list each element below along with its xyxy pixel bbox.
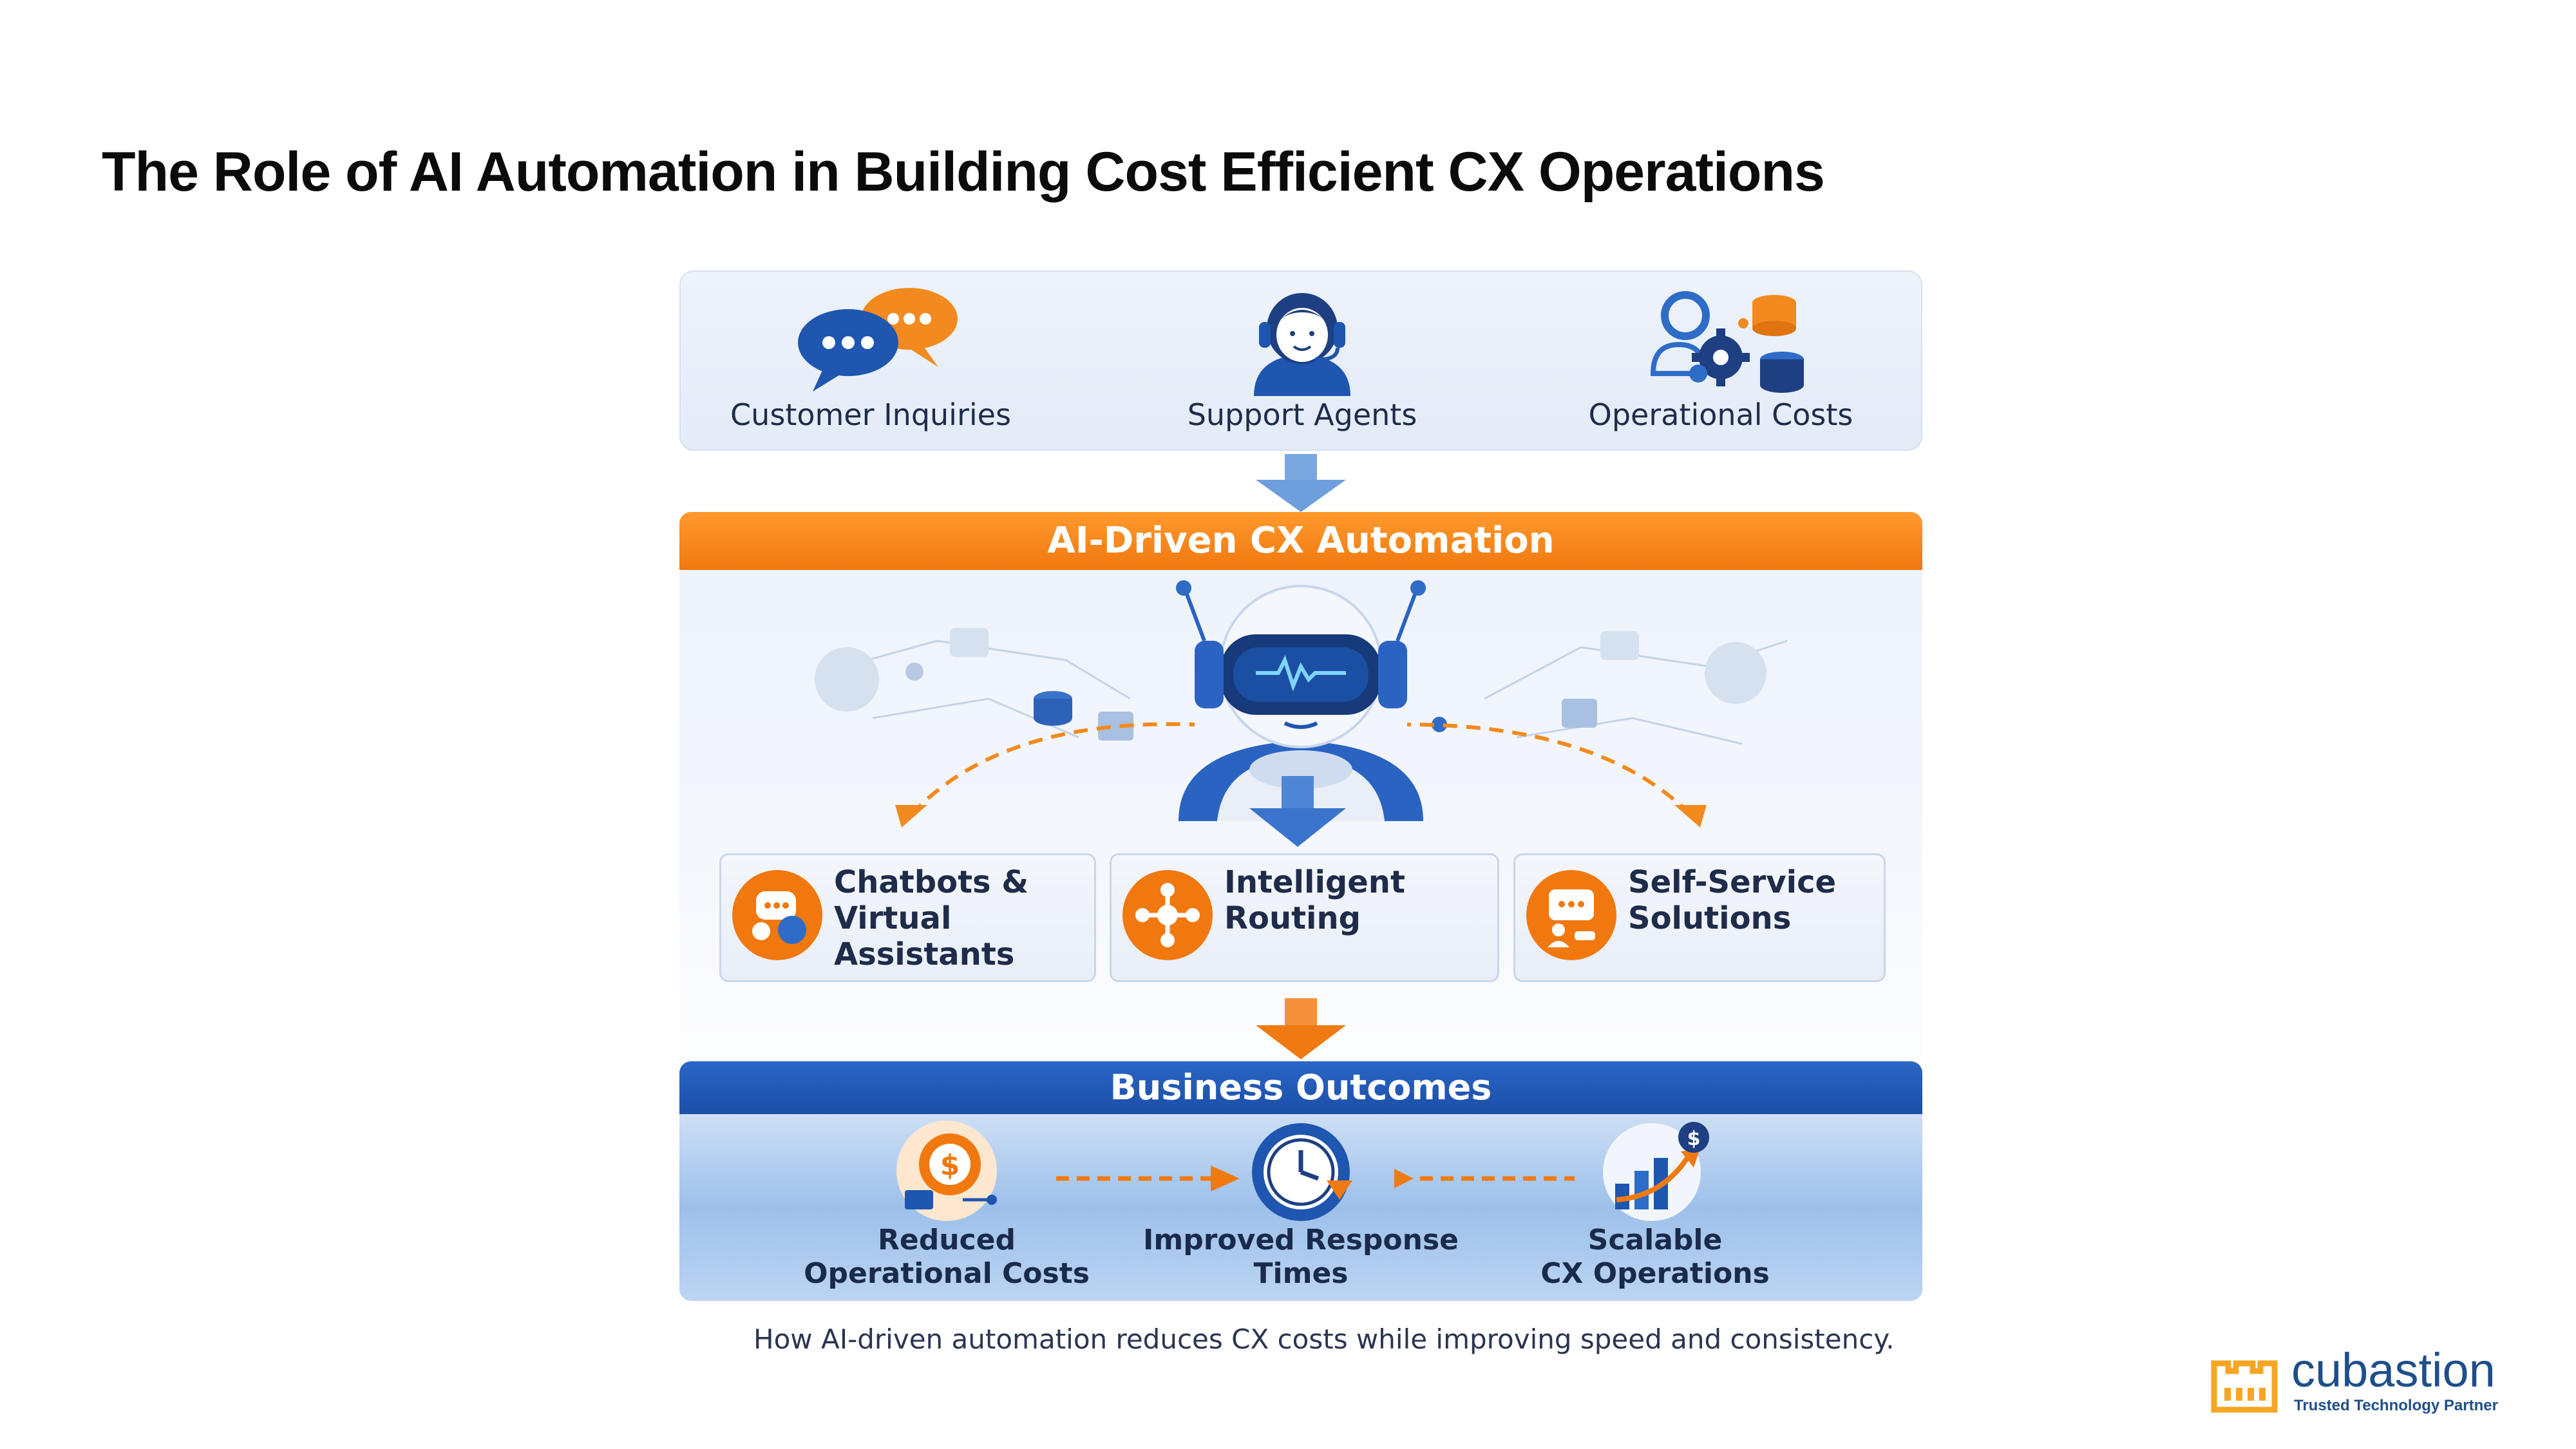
feature-text: Chatbots & Virtual Assistants [834, 864, 1028, 972]
automation-header: AI-Driven CX Automation [679, 512, 1922, 570]
svg-text:$: $ [940, 1149, 960, 1182]
outcome-reduced-costs: $ Reduced Operational Costs [779, 1114, 1114, 1301]
outcome-line: Operational Costs [804, 1257, 1090, 1290]
outcome-label: Scalable CX Operations [1488, 1224, 1823, 1291]
feature-chatbots: Chatbots & Virtual Assistants [719, 853, 1096, 982]
headset-agent-icon [1254, 293, 1350, 396]
svg-text:$: $ [1687, 1128, 1701, 1150]
input-customer-inquiries: Customer Inquiries [716, 272, 1025, 452]
input-label: Customer Inquiries [730, 397, 1011, 432]
dashed-arrow-icon [1056, 1166, 1240, 1191]
outcome-label: Improved Response Times [1133, 1224, 1468, 1291]
routing-icon [1122, 870, 1213, 960]
outcomes-header: Business Outcomes [679, 1061, 1922, 1114]
dashed-arrow-icon [1394, 1169, 1575, 1188]
feature-line: Chatbots & [834, 864, 1029, 900]
self-service-icon [1526, 870, 1616, 960]
dollar-coin-icon: $ [896, 1121, 997, 1221]
input-label: Operational Costs [1588, 397, 1853, 432]
feature-text: Self-Service Solutions [1628, 864, 1836, 936]
feature-text: Intelligent Routing [1224, 864, 1405, 936]
arrow-down-icon [1249, 776, 1346, 847]
input-operational-costs: Operational Costs [1566, 272, 1875, 452]
feature-routing: Intelligent Routing [1110, 853, 1499, 982]
arrow-down-icon [1256, 454, 1346, 512]
feature-line: Virtual [834, 900, 952, 936]
feature-line: Solutions [1628, 900, 1792, 936]
infographic: Customer Inquiries Support Agents [679, 270, 1922, 1365]
outcome-response-times: Improved Response Times [1133, 1114, 1468, 1301]
input-label: Support Agents [1187, 397, 1417, 432]
feature-line: Intelligent [1224, 864, 1405, 900]
outcome-line: Reduced [878, 1224, 1016, 1256]
automation-panel: Chatbots & Virtual Assistants Intelligen… [679, 570, 1922, 1104]
outcomes-panel: $ Reduced Operational Costs Improved Res… [679, 1114, 1922, 1301]
chatbot-icon [732, 870, 822, 960]
cubastion-logo-icon [2211, 1360, 2278, 1413]
clock-icon [1252, 1123, 1352, 1221]
feature-line: Self-Service [1628, 864, 1837, 900]
outcome-label: Reduced Operational Costs [779, 1224, 1114, 1291]
outcome-line: Improved Response [1143, 1224, 1459, 1256]
page-title: The Role of AI Automation in Building Co… [102, 141, 1825, 203]
brand-tagline: Trusted Technology Partner [2294, 1397, 2498, 1414]
network-background [815, 628, 1788, 828]
feature-line: Routing [1224, 900, 1361, 936]
brand-logo: cubastion Trusted Technology Partner [2209, 1343, 2512, 1420]
brand-name: cubastion [2291, 1343, 2496, 1397]
growth-chart-icon: $ [1603, 1122, 1709, 1221]
outcome-line: CX Operations [1540, 1257, 1770, 1290]
gears-coins-icon [1650, 291, 1804, 393]
input-support-agents: Support Agents [1148, 272, 1457, 452]
feature-self-service: Self-Service Solutions [1513, 853, 1886, 982]
outcome-line: Scalable [1587, 1224, 1723, 1256]
feature-line: Assistants [834, 936, 1015, 972]
outcome-scalable: $ Scalable CX Operations [1488, 1114, 1823, 1301]
figure-caption: How AI-driven automation reduces CX cost… [753, 1323, 1895, 1355]
arrow-down-icon [1256, 998, 1346, 1059]
chat-bubbles-icon [798, 288, 958, 392]
inputs-panel: Customer Inquiries Support Agents [679, 270, 1922, 451]
outcome-line: Times [1253, 1257, 1349, 1290]
